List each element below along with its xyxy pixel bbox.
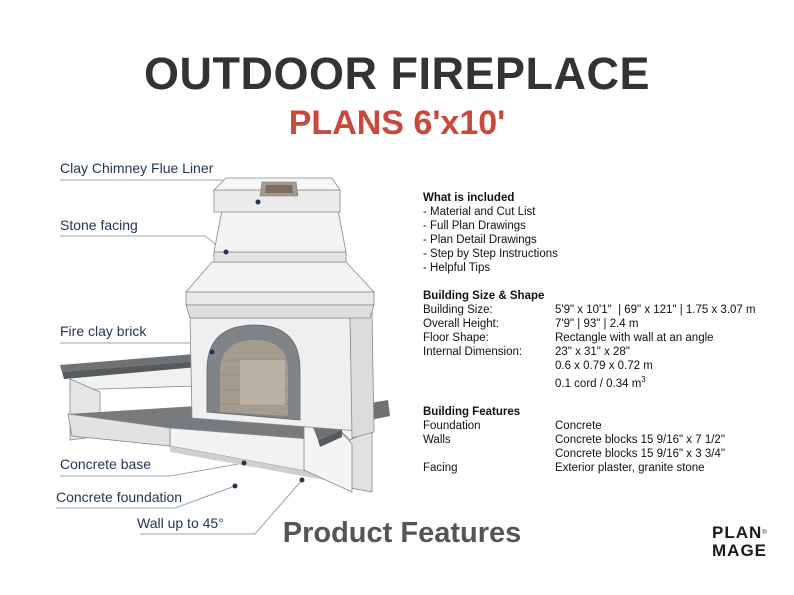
included-item: - Step by Step Instructions [423,248,558,260]
planmage-logo: PLAN® MAGE [712,524,768,560]
spec-value: Concrete [555,419,602,432]
spec-row: Floor Shape: Rectangle with wall at an a… [423,331,756,345]
included-item: - Full Plan Drawings [423,220,526,232]
upper-hood [213,209,347,263]
spec-value-text: 0.1 cord / 0.34 m [555,377,642,390]
chimney [213,177,341,213]
callout-concrete-foundation: Concrete foundation [56,489,183,505]
logo-line1: PLAN [712,523,763,542]
included-item: - Helpful Tips [423,262,491,274]
spec-label: Building Size: [423,304,493,316]
spec-value: 5'9" x 10'1" | 69" x 121" | 1.75 x 3.07 … [555,304,756,316]
spec-row: 0.1 cord / 0.34 m3 [423,373,756,391]
callout-flue-liner: Clay Chimney Flue Liner [60,160,214,176]
spec-label: Floor Shape: [423,332,489,344]
spec-row: Foundation Concrete [423,419,756,433]
spec-row: Overall Height: 7'9" | 93" | 2.4 m [423,317,756,331]
spec-label: Internal Dimension: [423,346,523,358]
spec-row: Walls Concrete blocks 15 9/16" x 7 1/2" [423,433,756,447]
spec-value: 7'9" | 93" | 2.4 m [555,318,639,330]
included-item: - Plan Detail Drawings [423,234,537,246]
included-item: - Material and Cut List [423,206,536,218]
callout-dots [209,199,305,489]
spec-value: 0.6 x 0.79 x 0.72 m [555,360,653,372]
spec-label: Facing [423,461,458,474]
spec-label: Overall Height: [423,318,500,330]
page-subtitle: PLANS 6'x10' [288,104,506,142]
spec-value: Concrete blocks 15 9/16" x 7 1/2" [555,433,725,446]
spec-label: Foundation [423,419,481,432]
concrete-base [67,405,325,480]
spec-row: Internal Dimension: 23" x 31" x 28" [423,345,756,359]
spec-row: Facing Exterior plaster, granite stone [423,461,756,475]
spec-value: Exterior plaster, granite stone [555,461,705,474]
spec-value: Rectangle with wall at an angle [555,332,714,344]
logo-mark: ® [762,530,768,536]
spec-value: 23" x 31" x 28" [555,346,630,358]
callout-concrete-base: Concrete base [60,456,152,472]
spec-value: 0.1 cord / 0.34 m3 [555,373,646,391]
logo-line2: MAGE [712,541,767,560]
included-heading: What is included [423,192,515,204]
spec-row: Building Size: 5'9" x 10'1" | 69" x 121"… [423,303,756,317]
superscript: 3 [641,375,646,384]
firebox [189,311,375,439]
page-title: OUTDOOR FIREPLACE [143,48,650,99]
features-heading: Building Features [423,405,521,418]
mantel [185,261,375,319]
spec-panel: What is included - Material and Cut List… [423,191,756,475]
product-features-heading: Product Features [282,517,522,549]
spec-row: Concrete blocks 15 9/16" x 3 3/4" [423,447,756,461]
spec-label: Walls [423,433,451,446]
callout-fire-clay-brick: Fire clay brick [60,323,147,339]
callout-stone-facing: Stone facing [60,217,138,233]
spec-row: 0.6 x 0.79 x 0.72 m [423,359,756,373]
callout-wall-angle: Wall up to 45° [137,515,224,531]
size-heading: Building Size & Shape [423,290,545,302]
spec-value: Concrete blocks 15 9/16" x 3 3/4" [555,447,725,460]
